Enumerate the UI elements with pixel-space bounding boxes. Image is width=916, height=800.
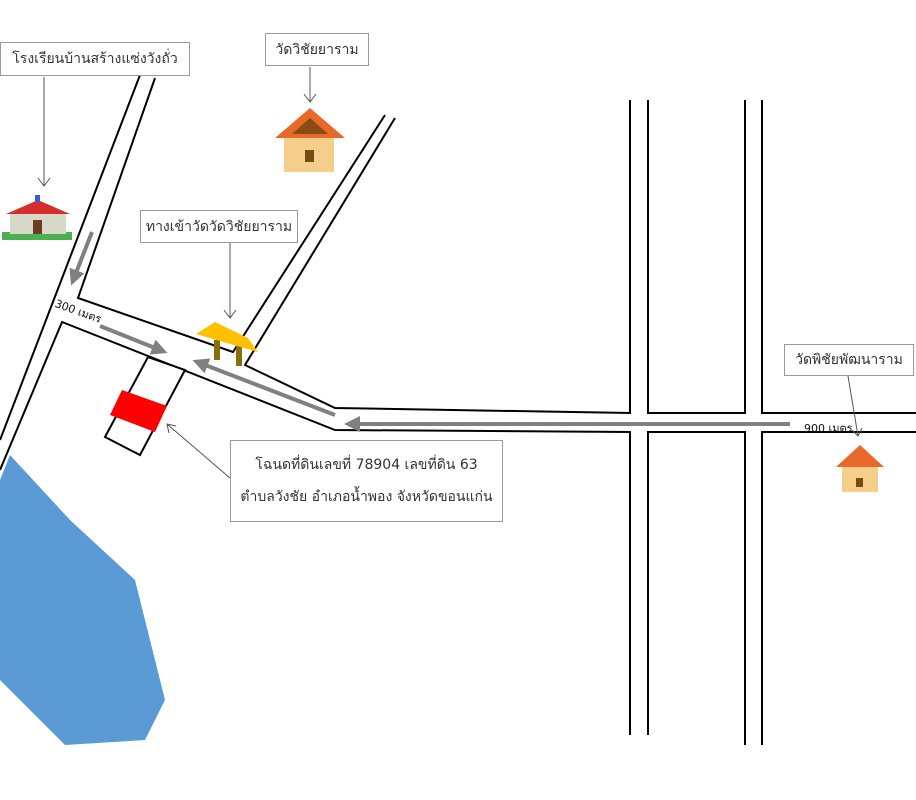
lake [0,455,165,745]
roads [0,74,916,745]
deed-number: โฉนดที่ดินเลขที่ 78904 เลขที่ดิน 63 [255,457,478,473]
land-lot [103,355,187,457]
deed-location: ตำบลวังชัย อำเภอน้ำพอง จังหวัดขอนแก่น [240,489,493,505]
temple-wichai-label: วัดวิชัยยาราม [265,33,369,66]
pointer-arrows [37,67,863,479]
temple-wichai-icon [275,108,345,172]
entrance-label: ทางเข้าวัดวัดวิชัยยาราม [140,210,298,243]
route-arrows [69,231,790,432]
target-plot [110,390,167,432]
temple-phichai-label: วัดพิชัยพัฒนาราม [784,344,914,376]
distance-900: 900 เมตร [804,422,853,435]
school-label: โรงเรียนบ้านสร้างแซ่งวังถั่ว [0,42,190,76]
deed-label: โฉนดที่ดินเลขที่ 78904 เลขที่ดิน 63 ตำบล… [230,440,503,522]
school-icon [2,195,72,240]
temple-phichai-icon [836,445,884,492]
gate-icon [196,322,258,366]
